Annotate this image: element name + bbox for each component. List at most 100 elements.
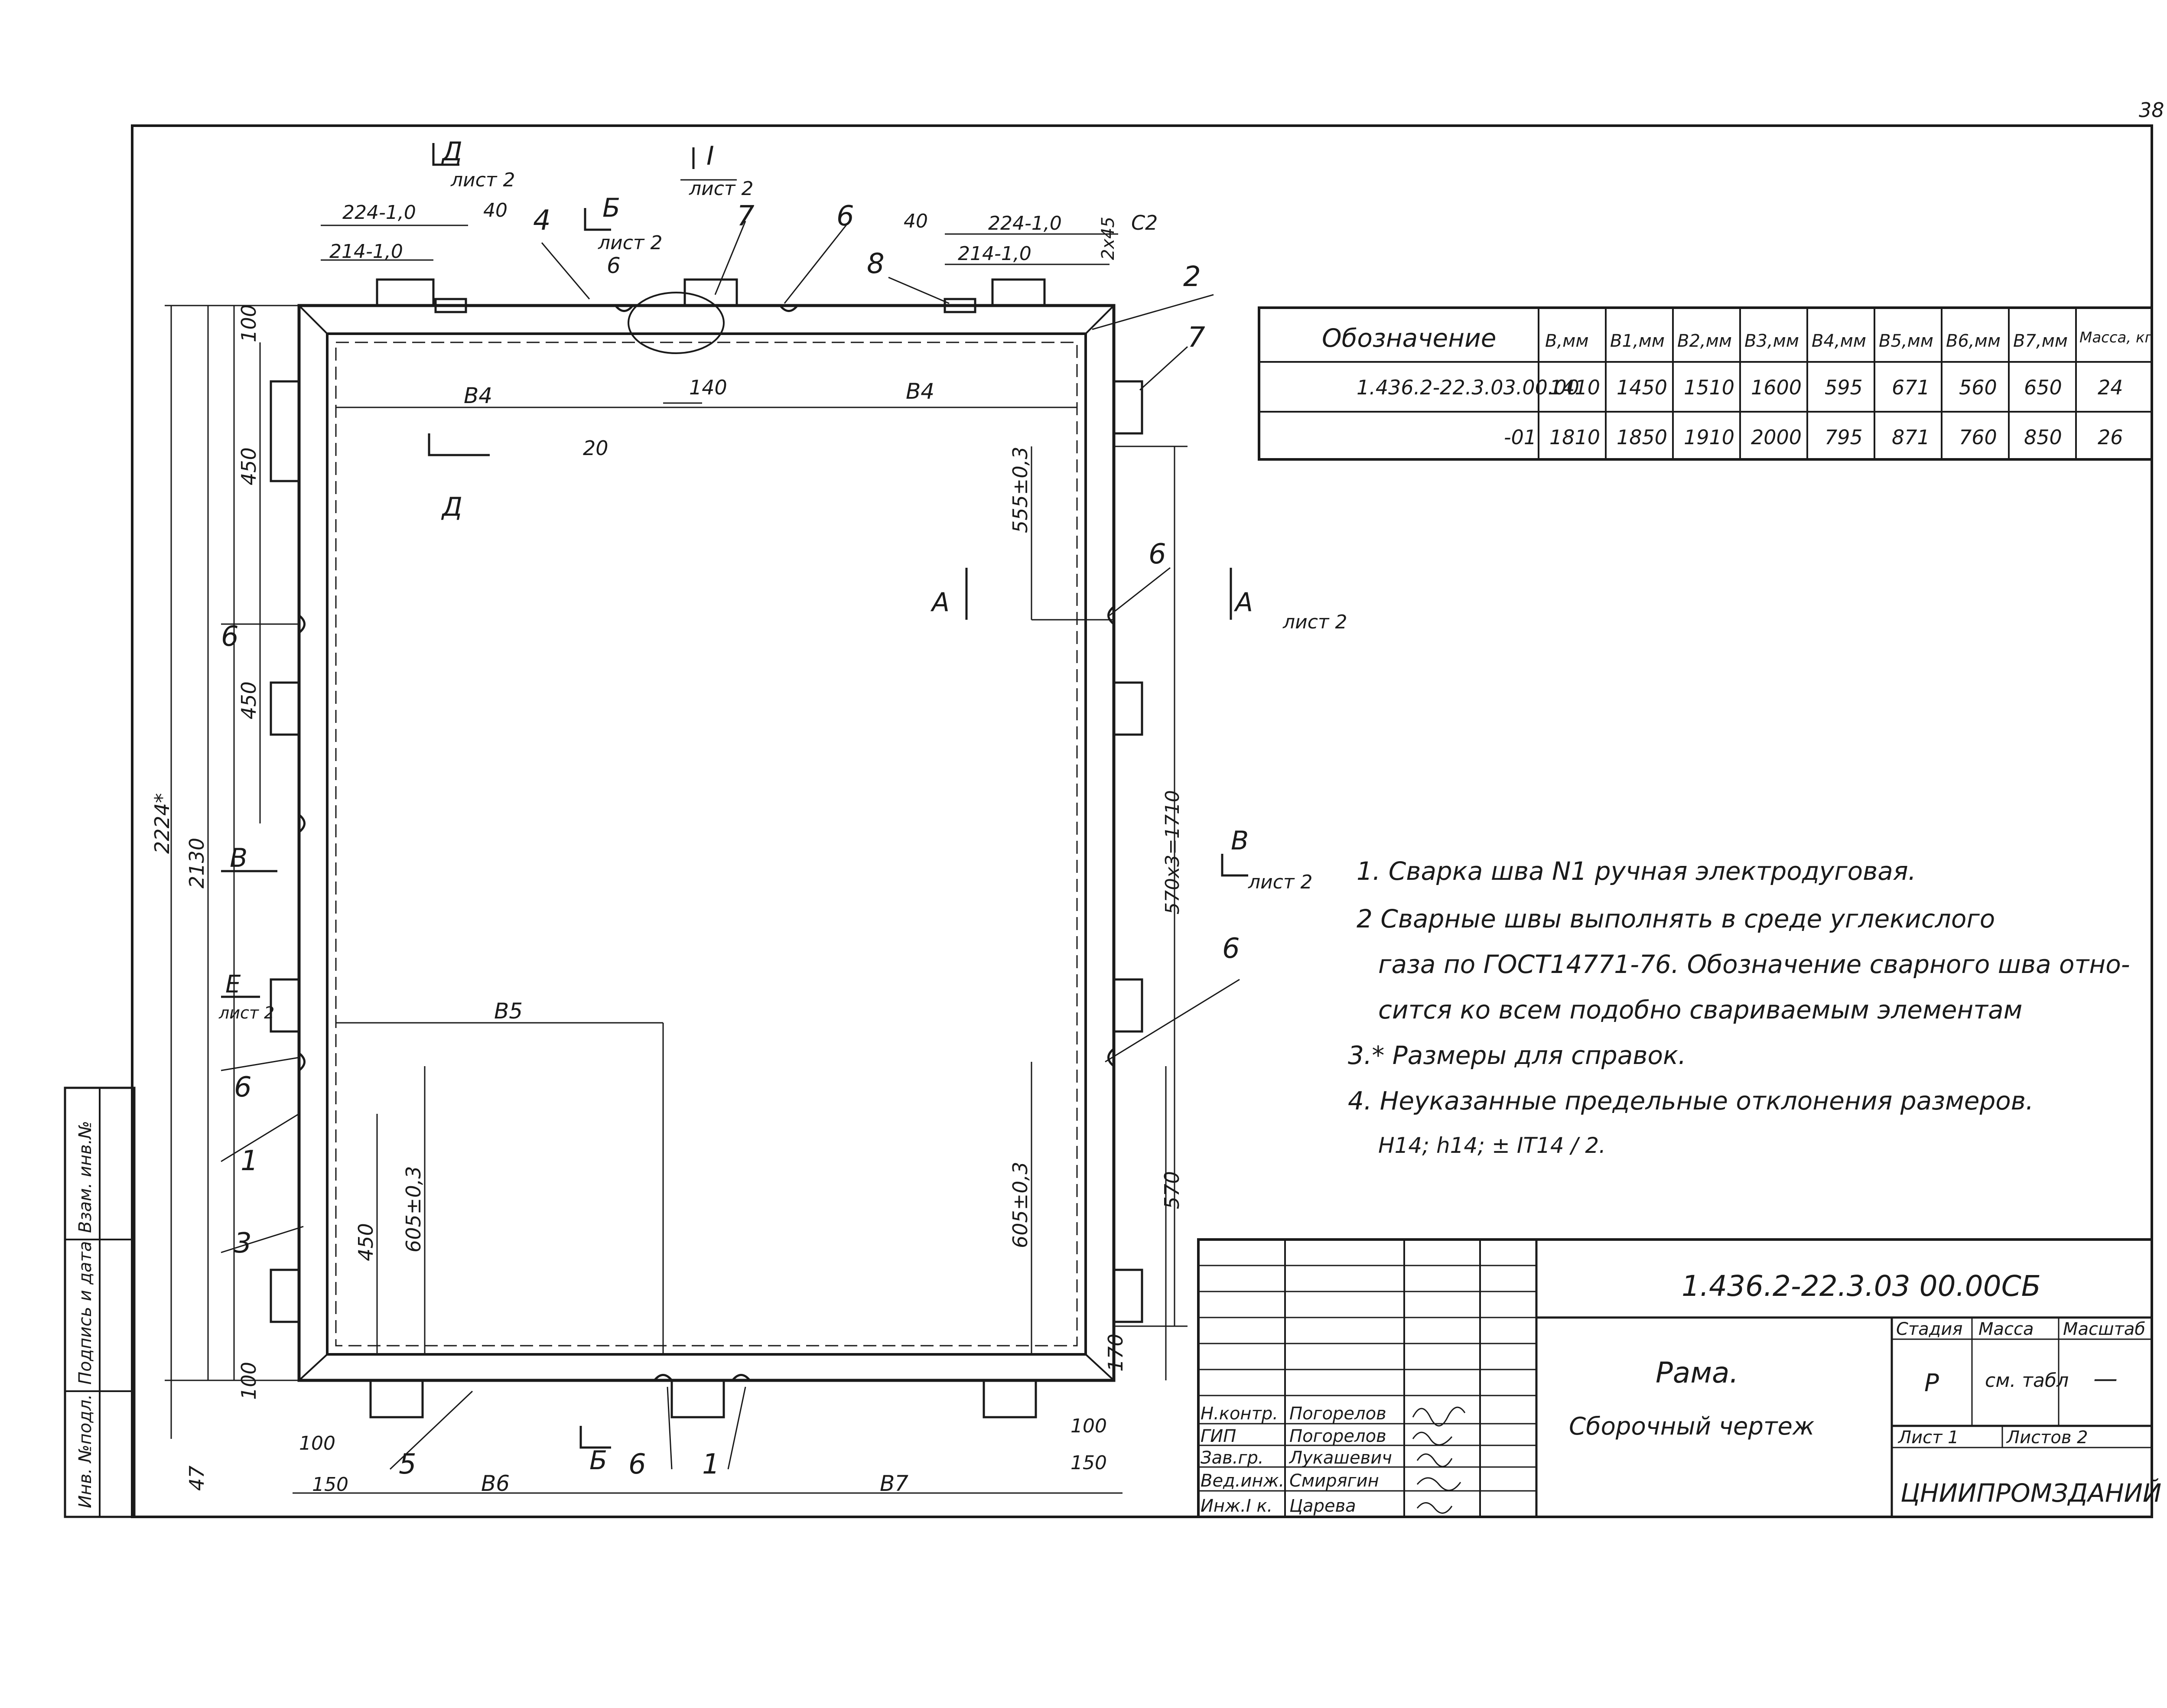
dim-b4-right: В4 [906, 379, 934, 404]
th-b5: В5,мм [1879, 331, 1933, 351]
dim-47: 47 [185, 1465, 208, 1491]
sig-name-3: Лукашевич [1288, 1448, 1392, 1468]
part-6: 6 [607, 253, 621, 278]
bracket [376, 278, 435, 307]
th-b2: В2,мм [1677, 331, 1732, 351]
note-4-formula: Н14; h14; ± IT14 / 2. [1378, 1133, 1606, 1158]
sig-role-5: Инж.I к. [1201, 1496, 1272, 1516]
th-b3: В3,мм [1744, 331, 1799, 351]
dim-555: 555±0,3 [1009, 447, 1032, 534]
tb-scale-value: — [2093, 1365, 2118, 1393]
signature-scribble [1416, 1477, 1461, 1491]
dim-140: 140 [689, 376, 727, 399]
row2-designation: -01 [1504, 426, 1536, 449]
tb-name-1: Рама. [1656, 1356, 1738, 1389]
dim-450-3: 450 [354, 1223, 377, 1261]
th-mass: Масса, кг [2079, 329, 2153, 346]
row1-designation: 1.436.2-22.3.03.00.00 [1357, 376, 1579, 399]
dimension-lines [165, 224, 1188, 1494]
dim-2x45: 2х45 [1098, 217, 1118, 260]
dim-b6: В6 [481, 1471, 510, 1496]
sig-name-1: Погорелов [1289, 1404, 1386, 1424]
signature-scribble [1412, 1431, 1453, 1446]
row1-b1: 1450 [1617, 376, 1667, 399]
dim-450-1: 450 [237, 447, 260, 485]
dim-224-left: 224-1,0 [342, 202, 416, 224]
row1-b5: 671 [1892, 376, 1930, 399]
section-e-sheet: лист 2 [218, 1003, 274, 1022]
th-b: В,мм [1545, 331, 1589, 351]
part-6: 6 [628, 1448, 646, 1480]
dim-570: 570 [1160, 1171, 1184, 1209]
part-6: 6 [1149, 538, 1166, 570]
signature-scribble [1416, 1453, 1453, 1467]
section-d-sheet: лист 2 [450, 169, 515, 191]
note-4: 4. Неуказанные предельные отклонения раз… [1348, 1086, 2034, 1116]
row1-b7: 650 [2024, 376, 2062, 399]
dim-214-right: 214-1,0 [958, 243, 1031, 265]
row2-b: 1810 [1549, 426, 1600, 449]
row1-mass: 24 [2098, 376, 2123, 399]
sig-role-3: Зав.гр. [1201, 1448, 1264, 1468]
leader-lines [221, 221, 1240, 1470]
side-stamp: Инв. №подл. Подпись и дата Взам. инв.№ [64, 1087, 136, 1518]
tb-mass-label: Масса [1978, 1319, 2034, 1339]
section-d-bottom: Д [441, 492, 462, 522]
dim-605-right: 605±0,3 [1009, 1162, 1032, 1249]
dim-224-right: 224-1,0 [988, 212, 1062, 234]
row1-b2: 1510 [1684, 376, 1734, 399]
row2-b6: 760 [1959, 426, 1997, 449]
dim-20: 20 [583, 436, 608, 460]
sig-role-1: Н.контр. [1201, 1404, 1278, 1424]
tb-stage-value: Р [1924, 1369, 1939, 1397]
signature-scribble [1416, 1502, 1453, 1514]
part-3: 3 [234, 1227, 252, 1259]
part-1: 1 [241, 1145, 258, 1177]
dim-b5: В5 [494, 999, 523, 1024]
th-b1: В1,мм [1610, 331, 1665, 351]
section-d-top: Д [441, 137, 462, 167]
sig-role-4: Вед.инж. [1201, 1471, 1284, 1491]
section-i-sheet: лист 2 [689, 178, 754, 200]
row2-b1: 1850 [1617, 426, 1667, 449]
section-v-left: В [230, 843, 247, 873]
row2-b5: 871 [1892, 426, 1930, 449]
dim-c2: С2 [1131, 211, 1158, 234]
technical-notes: 1. Сварка шва N1 ручная электродуговая. … [1348, 856, 2130, 1158]
part-5: 5 [399, 1448, 416, 1480]
note-2: 2 Сварные швы выполнять в среде углекисл… [1357, 904, 1995, 934]
section-b-bottom: Б [589, 1445, 607, 1476]
dim-100-bl: 100 [299, 1432, 335, 1454]
row2-b2: 1910 [1684, 426, 1734, 449]
dim-100-br: 100 [1070, 1415, 1107, 1437]
section-markers [221, 143, 1248, 1449]
part-6: 6 [836, 200, 854, 232]
dim-605-left: 605±0,3 [402, 1166, 425, 1253]
signature-scribble [1412, 1406, 1466, 1427]
row1-b4: 595 [1825, 376, 1863, 399]
tb-mass-value: см. табл [1985, 1370, 2069, 1392]
frame-drawing [270, 278, 1143, 1418]
dim-150-br: 150 [1070, 1452, 1107, 1474]
sig-name-5: Царева [1289, 1496, 1356, 1516]
dim-2224: 2224* [150, 793, 174, 854]
part-7: 7 [737, 200, 755, 232]
section-b-top-sheet: лист 2 [598, 232, 663, 254]
dim-2130: 2130 [185, 838, 208, 888]
tb-designation: 1.436.2-22.3.03 00.00СБ [1682, 1269, 2041, 1303]
section-a-sheet: лист 2 [1282, 611, 1347, 633]
part-2: 2 [1183, 261, 1201, 293]
sig-role-2: ГИП [1201, 1426, 1236, 1446]
section-b-top: Б [602, 193, 620, 223]
dim-100-bottom: 100 [237, 1362, 260, 1400]
th-b7: В7,мм [2013, 331, 2068, 351]
th-b4: В4,мм [1812, 331, 1866, 351]
dim-450-2: 450 [237, 681, 260, 719]
frame-inner-contour [326, 332, 1087, 1356]
section-i: I [706, 141, 714, 171]
parameter-table: Обозначение В,мм В1,мм В2,мм В3,мм В4,мм… [1258, 306, 2153, 461]
row2-b3: 2000 [1751, 426, 1802, 449]
dim-b7: В7 [880, 1471, 908, 1496]
bracket [991, 278, 1046, 307]
part-8: 8 [867, 248, 885, 280]
